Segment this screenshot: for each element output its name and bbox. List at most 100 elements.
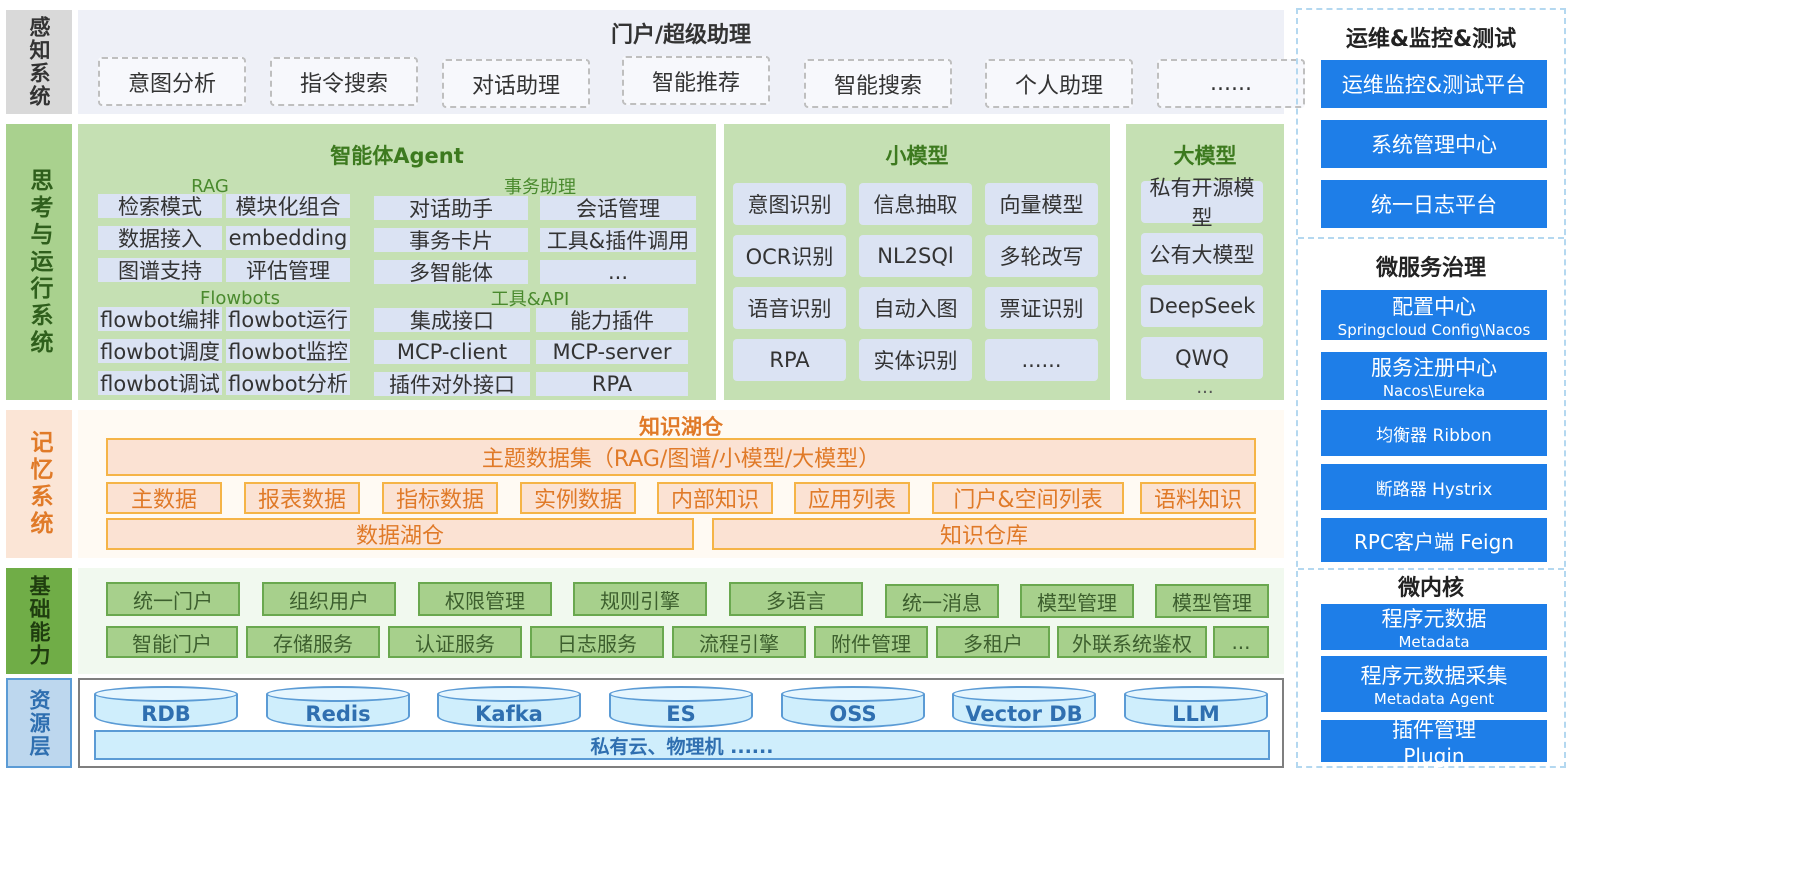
resource-label: LLM: [1172, 702, 1220, 726]
affairs-item: ...: [540, 260, 696, 284]
affairs-item: 多智能体: [374, 260, 528, 285]
agent-title: 智能体Agent: [330, 144, 464, 168]
base-item: 模型管理: [1155, 584, 1269, 618]
small-model-title: 小模型: [885, 144, 949, 168]
small-model-item: NL2SQl: [859, 235, 972, 277]
cylinder-top: [781, 686, 925, 702]
memory-item: 指标数据: [382, 482, 498, 514]
tools-item: 能力插件: [536, 308, 688, 333]
base-item: 规则引擎: [573, 582, 707, 616]
large-model-item: 公有大模型: [1141, 233, 1263, 275]
layer-label-memory: 记忆系统: [6, 410, 72, 558]
micro-item-main: 均衡器 Ribbon: [1376, 425, 1492, 446]
memory-topic: 主题数据集（RAG/图谱/小模型/大模型）: [106, 438, 1256, 476]
right-divider-2: [1298, 568, 1564, 570]
right-divider-1: [1298, 237, 1564, 239]
resource-bottom: 私有云、物理机 ......: [94, 730, 1270, 760]
resource-cylinder: Kafka: [437, 686, 581, 728]
ops-item: 统一日志平台: [1321, 180, 1547, 228]
base-item: 附件管理: [814, 626, 928, 658]
small-model-item: ......: [985, 339, 1098, 381]
small-model-item: 自动入图: [859, 287, 972, 329]
resource-cylinder: LLM: [1124, 686, 1268, 728]
kernel-title: 微内核: [1397, 576, 1464, 601]
flowbot-item: flowbot调试: [98, 371, 222, 396]
portal-item: 智能推荐: [622, 56, 770, 105]
resource-cylinder: ES: [609, 686, 753, 728]
small-model-item: 多轮改写: [985, 235, 1098, 277]
kernel-item-sub: Metadata: [1398, 633, 1470, 651]
base-item: 多语言: [729, 582, 863, 616]
tools-item: 插件对外接口: [374, 372, 530, 397]
small-model-item: OCR识别: [733, 235, 846, 277]
rag-item: embedding: [226, 226, 350, 250]
flowbot-item: flowbot监控: [226, 339, 350, 364]
base-item: 组织用户: [262, 582, 396, 616]
rag-item: 模块化组合: [226, 194, 350, 219]
resource-label: OSS: [829, 702, 877, 726]
micro-item: 均衡器 Ribbon: [1321, 410, 1547, 456]
layer-label-base: 基础能力: [6, 568, 72, 674]
kernel-item-sub: Metadata Agent: [1373, 690, 1495, 708]
memory-item: 门户&空间列表: [932, 482, 1124, 514]
memory-item: 语料知识: [1140, 482, 1256, 514]
base-item: 存储服务: [246, 626, 380, 658]
small-model-item: 信息抽取: [859, 183, 972, 225]
base-item: 智能门户: [106, 626, 238, 658]
resource-label: RDB: [141, 702, 191, 726]
micro-item: 断路器 Hystrix: [1321, 464, 1547, 510]
affairs-item: 对话助手: [374, 196, 528, 221]
large-model-more: ...: [1196, 376, 1214, 398]
layer-label-perception-text: 感知系统: [27, 16, 51, 108]
cylinder-top: [437, 686, 581, 702]
small-model-item: 票证识别: [985, 287, 1098, 329]
layer-label-perception: 感知系统: [6, 10, 72, 114]
tools-title: 工具&API: [490, 289, 570, 310]
memory-title: 知识湖仓: [639, 415, 723, 439]
large-model-item: QWQ: [1141, 337, 1263, 379]
rag-title: RAG: [191, 175, 229, 197]
micro-item-main: 断路器 Hystrix: [1375, 479, 1493, 500]
base-item: 权限管理: [418, 582, 552, 616]
affairs-item: 事务卡片: [374, 228, 528, 253]
resource-cylinder: OSS: [781, 686, 925, 728]
cylinder-top: [952, 686, 1096, 702]
micro-item-main: 配置中心: [1392, 295, 1476, 319]
layer-label-resource-text: 资源层: [27, 688, 51, 758]
flowbot-item: flowbot编排: [98, 307, 222, 332]
base-item: 多租户: [936, 626, 1050, 658]
kernel-item-main: 程序元数据采集: [1360, 664, 1508, 688]
micro-title: 微服务治理: [1375, 256, 1486, 281]
rag-item: 检索模式: [98, 194, 222, 219]
flowbots-title: Flowbots: [200, 287, 280, 309]
resource-label: ES: [666, 702, 696, 726]
portal-item: 指令搜索: [270, 57, 418, 106]
rag-item: 图谱支持: [98, 258, 222, 283]
micro-item-main: 服务注册中心: [1371, 356, 1497, 380]
memory-warehouse: 知识仓库: [712, 518, 1256, 550]
kernel-item: 程序元数据采集 Metadata Agent: [1321, 656, 1547, 712]
small-model-item: RPA: [733, 339, 846, 381]
cylinder-top: [266, 686, 410, 702]
memory-item: 应用列表: [794, 482, 910, 514]
ops-title: 运维&监控&测试: [1345, 27, 1517, 52]
cylinder-top: [1124, 686, 1268, 702]
portal-title: 门户/超级助理: [610, 23, 752, 48]
base-item: 流程引擎: [672, 626, 806, 658]
rag-item: 评估管理: [226, 258, 350, 283]
portal-item: 意图分析: [98, 57, 246, 106]
base-item: 统一消息: [885, 584, 999, 618]
ops-item: 系统管理中心: [1321, 120, 1547, 168]
resource-cylinder: Redis: [266, 686, 410, 728]
small-model-item: 意图识别: [733, 183, 846, 225]
base-item: 认证服务: [388, 626, 522, 658]
tools-item: RPA: [536, 372, 688, 396]
affairs-title: 事务助理: [504, 177, 576, 198]
resource-label: Kafka: [475, 702, 543, 726]
flowbot-item: flowbot分析: [226, 371, 350, 396]
base-item: 模型管理: [1020, 584, 1134, 618]
small-model-item: 实体识别: [859, 339, 972, 381]
